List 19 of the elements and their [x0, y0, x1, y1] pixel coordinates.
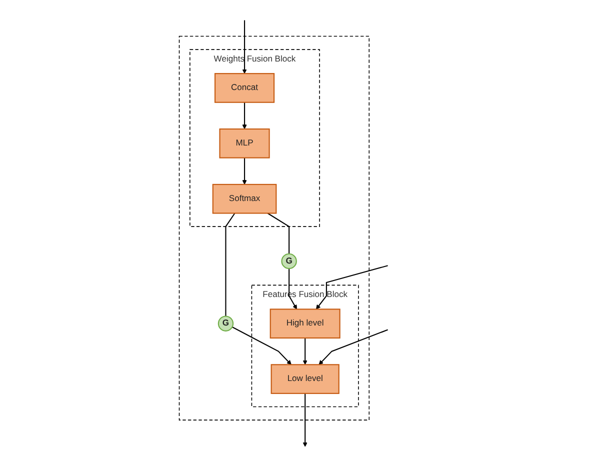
node-box: Concat — [214, 73, 275, 103]
node-box: MLP — [219, 128, 270, 158]
node-box: Low level — [270, 364, 340, 394]
arrow — [302, 338, 308, 365]
arrow — [302, 393, 308, 447]
node-box: Softmax — [212, 184, 277, 214]
node-circle: G — [281, 253, 297, 270]
node-box: High level — [270, 308, 340, 339]
arrow — [318, 329, 388, 365]
connector — [267, 212, 290, 254]
arrow — [242, 158, 247, 185]
arrow — [242, 20, 247, 74]
arrow — [242, 102, 247, 130]
node-circle: G — [218, 316, 234, 332]
arrow — [232, 326, 292, 365]
arrow — [288, 268, 297, 310]
arrow — [316, 265, 388, 310]
connector — [225, 212, 236, 316]
cluster — [178, 36, 370, 420]
